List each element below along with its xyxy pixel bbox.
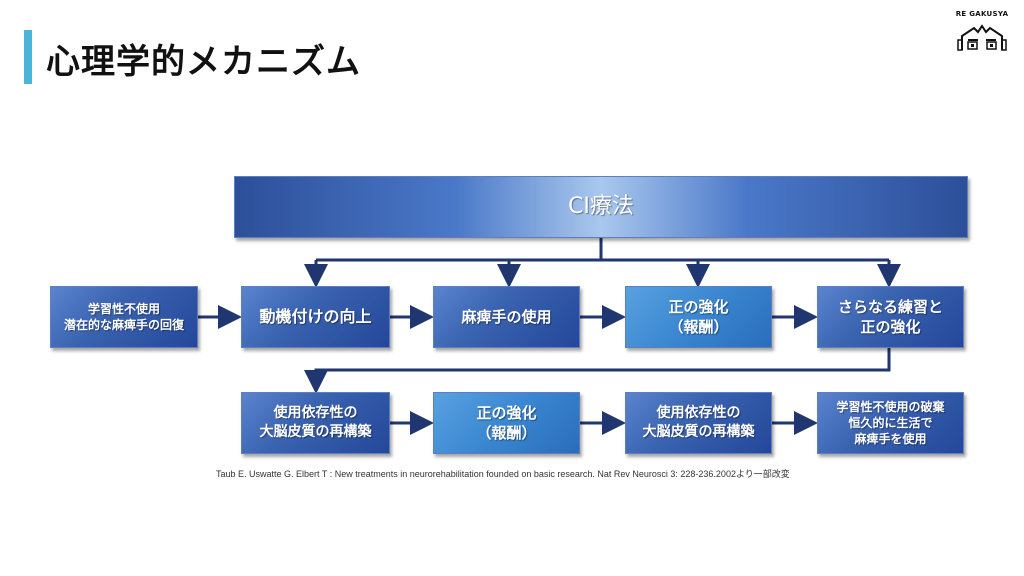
title-accent-bar (24, 30, 32, 84)
box-positive-reinforcement-2: 正の強化 （報酬） (433, 392, 580, 454)
ci-therapy-header: CI療法 (234, 176, 968, 238)
box-further-practice: さらなる練習と 正の強化 (817, 286, 964, 348)
box-overcome-nonuse: 学習性不使用の破棄 恒久的に生活で 麻痺手を使用 (817, 392, 964, 454)
box-affected-hand-use: 麻痺手の使用 (433, 286, 580, 348)
page-title: 心理学的メカニズム (46, 42, 361, 82)
box-cortical-reorganization-2: 使用依存性の 大脳皮質の再構築 (625, 392, 772, 454)
box-positive-reinforcement: 正の強化 （報酬） (625, 286, 772, 348)
house-face-icon (957, 24, 1007, 51)
box-learned-nonuse: 学習性不使用 潜在的な麻痺手の回復 (50, 286, 198, 348)
box-cortical-reorganization-1: 使用依存性の 大脳皮質の再構築 (241, 392, 390, 454)
logo-text: RE GAKUSYA (955, 10, 1009, 18)
logo: RE GAKUSYA (952, 10, 1012, 60)
citation: Taub E. Uswatte G. Elbert T : New treatm… (216, 469, 790, 479)
box-motivation: 動機付けの向上 (241, 286, 390, 348)
